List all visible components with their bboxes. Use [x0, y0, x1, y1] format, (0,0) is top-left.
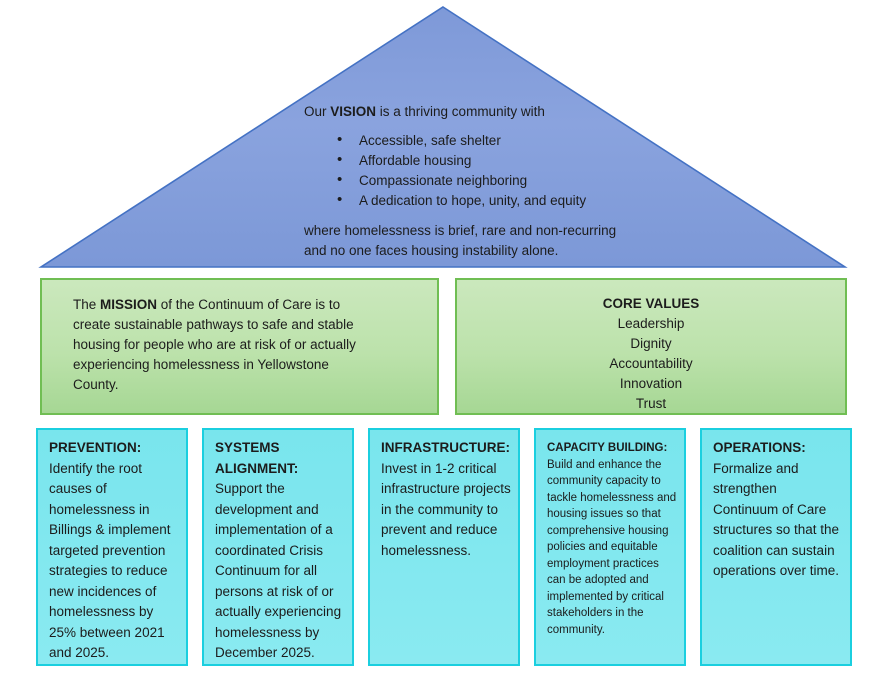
- mission-text: of the Continuum of Care is to create su…: [73, 297, 356, 392]
- pillar-infrastructure: INFRASTRUCTURE: Invest in 1-2 critical i…: [368, 428, 520, 666]
- vision-statement: Our VISION is a thriving community with …: [304, 102, 676, 261]
- pillar-text: Invest in 1-2 critical infrastructure pr…: [381, 460, 511, 558]
- pillar-capacity-building: CAPACITY BUILDING: Build and enhance the…: [534, 428, 686, 666]
- vision-bullet: A dedication to hope, unity, and equity: [304, 190, 676, 211]
- pillar-title: INFRASTRUCTURE:: [381, 440, 510, 455]
- pillar-title: SYSTEMS ALIGNMENT:: [215, 440, 299, 476]
- vision-keyword: VISION: [330, 104, 377, 119]
- pillar-title: PREVENTION:: [49, 440, 142, 455]
- pillar-text: Identify the root causes of homelessness…: [49, 460, 171, 661]
- core-values-box: CORE VALUES Leadership Dignity Accountab…: [455, 278, 847, 415]
- core-values-title: CORE VALUES: [602, 296, 700, 311]
- vision-outro-line2: and no one faces housing instability alo…: [304, 243, 559, 258]
- core-values-list: Leadership Dignity Accountability Innova…: [457, 314, 845, 414]
- core-value: Dignity: [630, 336, 672, 351]
- vision-heading: Our VISION is a thriving community with: [304, 104, 545, 119]
- pillar-prevention: PREVENTION: Identify the root causes of …: [36, 428, 188, 666]
- vision-bullet-list: Accessible, safe shelter Affordable hous…: [304, 130, 676, 211]
- vision-bullet: Compassionate neighboring: [304, 170, 676, 191]
- pillar-title: OPERATIONS:: [713, 440, 806, 455]
- core-value: Innovation: [619, 376, 683, 391]
- pillar-text: Formalize and strengthen Continuum of Ca…: [713, 460, 840, 579]
- vision-triangle: Our VISION is a thriving community with …: [0, 0, 889, 272]
- vision-bullet: Affordable housing: [304, 150, 676, 171]
- pillar-row: PREVENTION: Identify the root causes of …: [36, 428, 852, 666]
- vision-outro: where homelessness is brief, rare and no…: [304, 221, 676, 261]
- vision-outro-line1: where homelessness is brief, rare and no…: [304, 223, 617, 238]
- mission-text-prefix: The: [73, 297, 101, 312]
- core-value: Trust: [635, 396, 667, 411]
- vision-bullet: Accessible, safe shelter: [304, 130, 676, 151]
- core-value: Accountability: [609, 356, 693, 371]
- pillar-text: Support the development and implementati…: [215, 481, 342, 660]
- pillar-text: Build and enhance the community capacity…: [547, 458, 677, 636]
- pillar-title: CAPACITY BUILDING:: [547, 442, 668, 454]
- core-value: Leadership: [617, 316, 685, 331]
- mission-keyword: MISSION: [100, 297, 158, 312]
- pillar-operations: OPERATIONS: Formalize and strengthen Con…: [700, 428, 852, 666]
- pillar-systems-alignment: SYSTEMS ALIGNMENT: Support the developme…: [202, 428, 354, 666]
- mission-box: The MISSION of the Continuum of Care is …: [40, 278, 439, 415]
